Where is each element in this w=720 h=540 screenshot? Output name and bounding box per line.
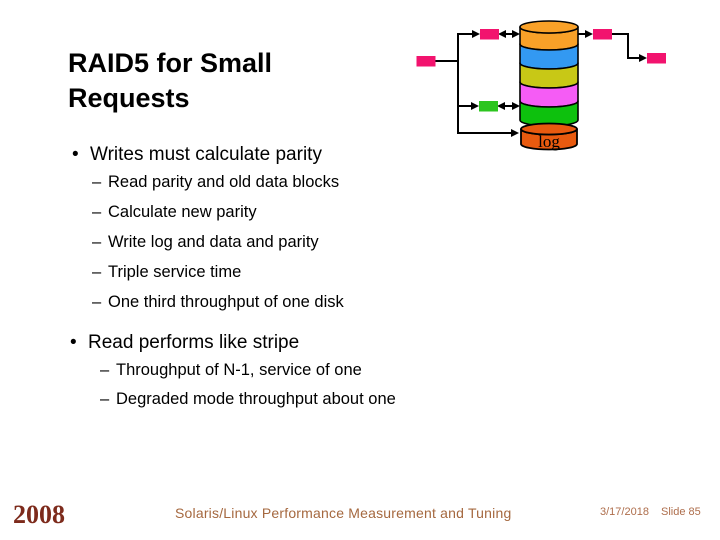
disk-stack-top-ellipse <box>519 20 579 34</box>
request-block-top <box>480 29 499 40</box>
arrow-into-far-right-block <box>639 54 647 62</box>
bullet-writes-label: Writes must calculate parity <box>90 144 322 165</box>
footer-slide-number: Slide 85 <box>661 506 701 518</box>
log-label: log <box>538 132 560 151</box>
sublist-writes: – Read parity and old data blocks – Calc… <box>92 173 344 323</box>
list-item: – Read parity and old data blocks <box>92 173 344 203</box>
arrow-into-log <box>511 129 519 137</box>
dash-marker: – <box>100 390 110 408</box>
subitem-label: Degraded mode throughput about one <box>116 390 396 408</box>
footer-date: 3/17/2018 <box>600 506 649 518</box>
subitem-label: Throughput of N-1, service of one <box>116 361 362 379</box>
slide-title: RAID5 for Small Requests <box>68 48 273 113</box>
dash-marker: – <box>92 173 102 191</box>
arrow-green-into-stack <box>512 102 520 110</box>
dash-marker: – <box>92 233 102 251</box>
bullet-writes: • Writes must calculate parity <box>72 144 322 166</box>
request-block-right <box>593 29 612 40</box>
arrow-into-green-block <box>471 102 479 110</box>
arrow-green-block-back <box>497 102 505 110</box>
request-block-far-right <box>647 53 666 64</box>
list-item: – One third throughput of one disk <box>92 293 344 323</box>
disk-stack <box>519 20 579 127</box>
connector-fanout <box>457 33 513 134</box>
list-item: – Degraded mode throughput about one <box>100 390 396 419</box>
dash-marker: – <box>92 203 102 221</box>
request-block-left <box>416 56 436 67</box>
request-block-green <box>479 101 498 112</box>
dash-marker: – <box>92 263 102 281</box>
arrow-into-right-block <box>585 30 593 38</box>
arrow-into-top-block <box>472 30 480 38</box>
list-item: – Calculate new parity <box>92 203 344 233</box>
footer-year: 2008 <box>13 500 65 529</box>
arrow-top-block-back <box>498 30 506 38</box>
subitem-label: Write log and data and parity <box>108 233 319 251</box>
arrow-top-into-stack <box>512 30 520 38</box>
list-item: – Throughput of N-1, service of one <box>100 361 396 390</box>
dash-marker: – <box>100 361 110 379</box>
bullet-marker: • <box>72 144 79 165</box>
dash-marker: – <box>92 293 102 311</box>
subitem-label: Read parity and old data blocks <box>108 173 340 191</box>
sublist-read: – Throughput of N-1, service of one – De… <box>100 361 396 419</box>
bullet-marker: • <box>70 332 77 353</box>
subitem-label: One third throughput of one disk <box>108 293 344 311</box>
bullet-read: • Read performs like stripe <box>70 332 299 354</box>
list-item: – Write log and data and parity <box>92 233 344 263</box>
bullet-read-label: Read performs like stripe <box>88 332 300 353</box>
subitem-label: Triple service time <box>108 263 242 281</box>
log-cylinder-top <box>520 122 578 136</box>
connector-right-elbow <box>612 33 640 59</box>
log-cylinder <box>520 122 578 151</box>
footer-deck-title: Solaris/Linux Performance Measurement an… <box>175 505 512 521</box>
raid5-diagram: log <box>416 20 666 151</box>
subitem-label: Calculate new parity <box>108 203 257 221</box>
list-item: – Triple service time <box>92 263 344 293</box>
